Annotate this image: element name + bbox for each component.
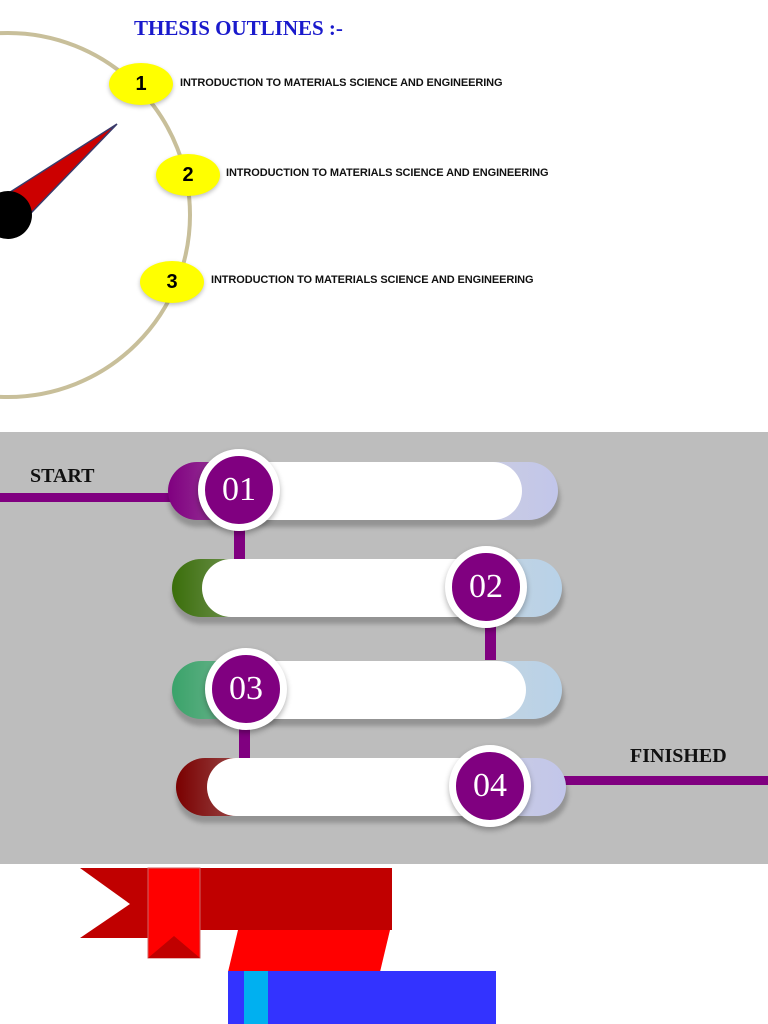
connector-2-3 [485,620,496,660]
timeline-section: START FINISHED 01 02 03 04 [0,432,768,864]
outline-badge-3: 3 [140,261,204,303]
outline-title: THESIS OUTLINES :- [134,16,343,40]
ribbon-banner [188,868,392,930]
blue-block [228,971,496,1024]
connector-1-2 [234,522,245,562]
cyan-strip [244,971,268,1024]
start-line [0,493,180,502]
ribbon-fold-notch [148,936,200,958]
gauge-pivot [0,191,32,239]
ribbon-graphic [80,867,496,1024]
ribbon-lower [228,930,390,972]
gauge-arc [0,31,192,399]
step-2-number: 02 [445,546,527,628]
outline-item-1: INTRODUCTION TO MATERIALS SCIENCE AND EN… [180,77,503,89]
outline-section: THESIS OUTLINES :- 1 INTRODUCTION TO MAT… [0,0,768,432]
gauge-graphic [0,31,192,399]
step-4-number: 04 [449,745,531,827]
start-label: START [30,465,95,487]
connector-3-4 [239,722,250,758]
finished-label: FINISHED [630,745,727,767]
finish-line [560,776,768,785]
step-1-number: 01 [198,449,280,531]
outline-badge-1: 1 [109,63,173,105]
outline-item-2: INTRODUCTION TO MATERIALS SCIENCE AND EN… [226,167,549,179]
step-3-number: 03 [205,648,287,730]
outline-item-3: INTRODUCTION TO MATERIALS SCIENCE AND EN… [211,274,534,286]
outline-badge-2: 2 [156,154,220,196]
